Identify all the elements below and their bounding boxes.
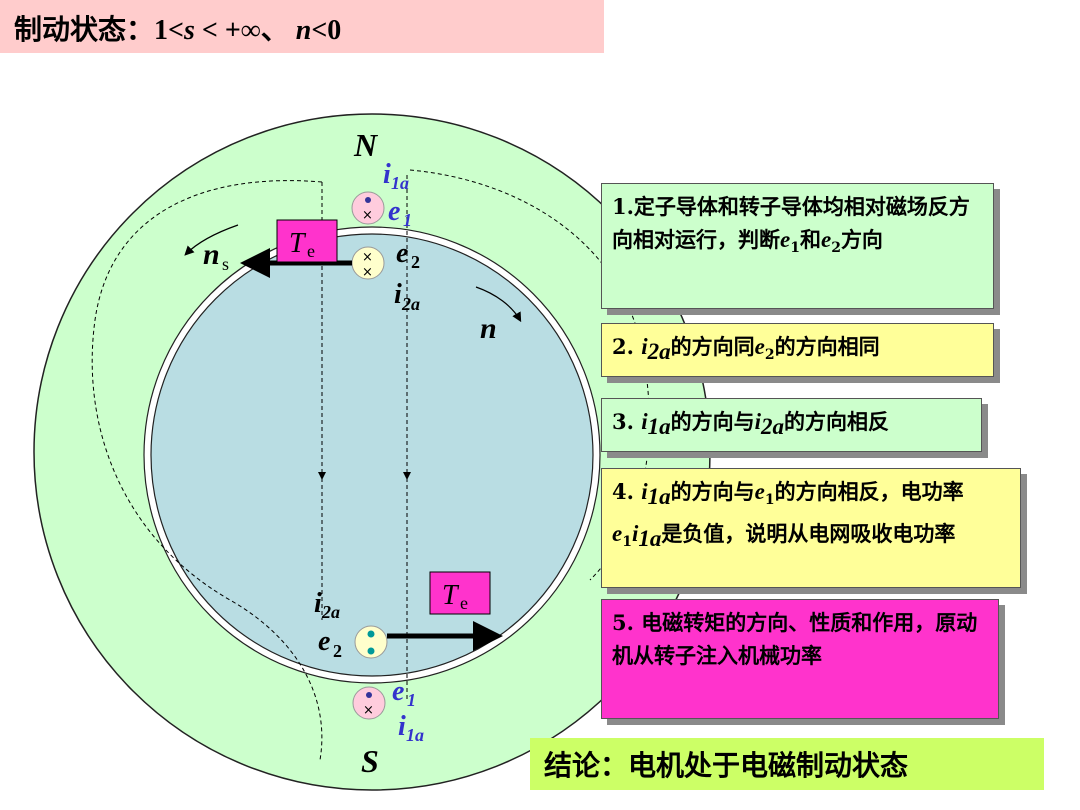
- stator-conductor-bottom: [352, 686, 386, 720]
- i1a-top-sub: 1a: [391, 173, 409, 193]
- te-box-bottom: [429, 571, 491, 615]
- e1-bottom-sub: 1: [407, 690, 416, 710]
- e1-bottom-label: e: [392, 676, 404, 707]
- pole-s-label: S: [361, 743, 379, 779]
- i2a-bottom-sub: 2a: [321, 602, 340, 622]
- title-condition: 1<s < +∞、 n<0: [154, 15, 342, 46]
- ns-sub-label: s: [222, 254, 229, 274]
- pole-n-label: N: [353, 127, 379, 163]
- te-bottom-sub: e: [460, 593, 468, 613]
- flux-line-outer: [91, 180, 323, 761]
- te-bottom-label: T: [442, 580, 460, 611]
- conclusion: 结论：电机处于电磁制动状态: [530, 738, 1044, 790]
- page-title: 制动状态：1<s < +∞、 n<0: [0, 0, 604, 53]
- i2a-top-sub: 2a: [401, 294, 420, 314]
- stator-conductor-top-dot: [365, 197, 371, 203]
- note-1: 1.定子导体和转子导体均相对磁场反方向相对运行，判断e1和e2方向: [601, 183, 994, 309]
- n-rotation-arrow: [475, 286, 522, 323]
- i2a-top-label: i: [394, 279, 402, 310]
- title-prefix: 制动状态：: [14, 15, 155, 46]
- te-top-label: T: [289, 228, 307, 259]
- note-5: 5. 电磁转矩的方向、性质和作用，原动机从转子注入机械功率: [601, 599, 999, 719]
- i1a-bottom-sub: 1a: [406, 725, 424, 745]
- ns-label: n: [203, 238, 220, 271]
- rotor-conductor-bottom-dot-2: [367, 647, 375, 655]
- e2-top-label: e: [396, 238, 408, 269]
- stator-conductor-top: [351, 191, 385, 225]
- n-label: n: [480, 312, 497, 345]
- te-box-top: [276, 219, 338, 263]
- e1-top-sub: 1: [403, 210, 412, 230]
- te-top-sub: e: [307, 241, 315, 261]
- note-2: 2. i2a的方向同e2的方向相同: [601, 323, 994, 377]
- note-1-text: 1.定子导体和转子导体均相对磁场反方向相对运行，判断e1和e2方向: [612, 194, 970, 257]
- note-3: 3. i1a的方向与i2a的方向相反: [601, 398, 982, 452]
- rotor-conductor-top-cross-2: ×: [362, 265, 373, 280]
- note-4: 4. i1a的方向与e1的方向相反，电功率e1i1a是负值，说明从电网吸收电功率: [601, 468, 1021, 588]
- rotor-conductor-bottom-dot-1: [367, 630, 375, 638]
- note-2-text: 2. i2a的方向同e2的方向相同: [612, 334, 880, 365]
- ns-rotation-arrow: [184, 224, 239, 256]
- rotor: [150, 233, 594, 677]
- stator-conductor-top-cross: ×: [362, 208, 373, 223]
- e2-top-sub: 2: [411, 252, 420, 272]
- conclusion-text: 结论：电机处于电磁制动状态: [544, 749, 909, 782]
- e2-bottom-sub: 2: [333, 641, 342, 661]
- stator-conductor-bottom-cross: ×: [363, 703, 374, 718]
- rotor-conductor-bottom: [354, 625, 388, 659]
- e2-bottom-label: e: [318, 626, 330, 657]
- note-4-text: 4. i1a的方向与e1的方向相反，电功率e1i1a是负值，说明从电网吸收电功率: [612, 479, 964, 552]
- stator-conductor-bottom-dot: [366, 692, 372, 698]
- i1a-bottom-label: i: [398, 711, 406, 742]
- i1a-top-label: i: [383, 159, 391, 190]
- e1-top-label: e: [388, 196, 400, 227]
- note-3-text: 3. i1a的方向与i2a的方向相反: [612, 409, 890, 440]
- i2a-bottom-label: i: [314, 588, 322, 619]
- note-5-text: 5. 电磁转矩的方向、性质和作用，原动机从转子注入机械功率: [612, 610, 978, 668]
- rotor-conductor-top-cross-1: ×: [362, 250, 373, 265]
